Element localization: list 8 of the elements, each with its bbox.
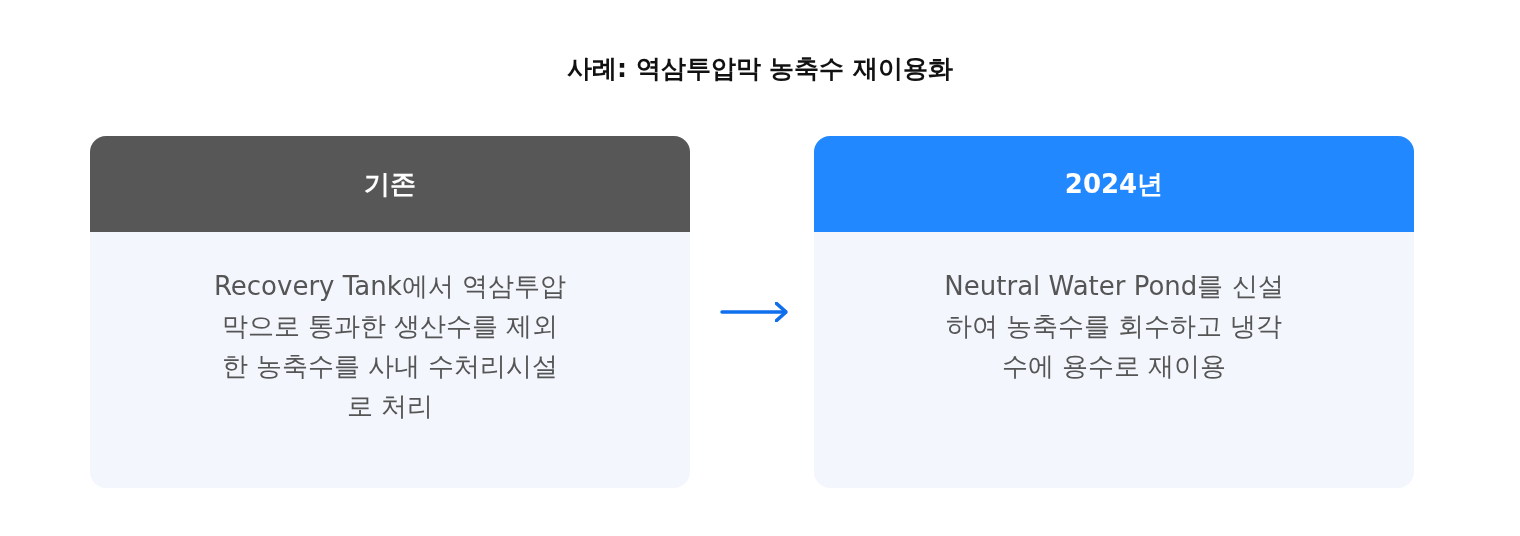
header-text: 2024년 [1064, 167, 1164, 201]
diagram-title: 사례: 역삼투압막 농축수 재이용화 [565, 53, 955, 85]
card-background [814, 136, 1414, 488]
arrow [720, 301, 788, 323]
body-text: Neutral Water Pond를 신설하여 농축수를 회수하고 냉각수에 용수로 재이용 [943, 270, 1285, 383]
header-text: 기존 [364, 167, 416, 201]
card-background [90, 136, 690, 488]
body-text: Recovery Tank에서 역삼투압막으로 통과한 생산수를 제외한 농축수를 사내 수처리시설로 처리 [212, 270, 568, 423]
